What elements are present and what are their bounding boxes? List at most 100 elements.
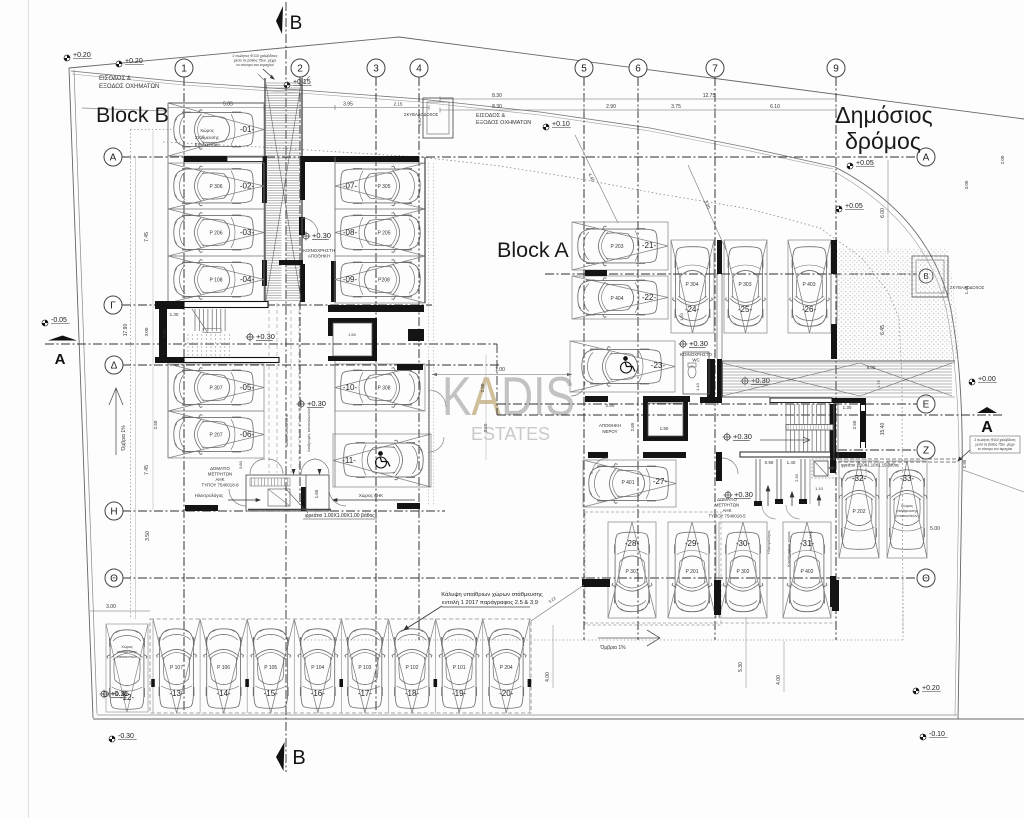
svg-text:P 404: P 404	[611, 296, 624, 302]
svg-text:-0.10: -0.10	[929, 731, 945, 738]
svg-text:-22-: -22-	[642, 293, 657, 302]
svg-text:P 204: P 204	[500, 665, 513, 671]
svg-text:-16-: -16-	[311, 689, 326, 698]
svg-text:+0.35: +0.35	[110, 689, 129, 698]
svg-text:P 308: P 308	[378, 386, 391, 392]
svg-text:2.00: 2.00	[1000, 155, 1005, 164]
svg-text:3.00: 3.00	[106, 604, 116, 610]
svg-text:1.30: 1.30	[843, 405, 852, 410]
svg-text:-04-: -04-	[240, 275, 255, 284]
svg-text:3.22: 3.22	[548, 595, 558, 604]
svg-text:μέσα σε βάθος 75εκ. μέχρι: μέσα σε βάθος 75εκ. μέχρι	[976, 443, 1015, 447]
svg-text:2.90: 2.90	[606, 104, 616, 110]
svg-text:ΤΥΠΟΥ 7540018-5: ΤΥΠΟΥ 7540018-5	[708, 514, 746, 519]
svg-text:P 201: P 201	[686, 569, 699, 575]
svg-text:Z: Z	[923, 446, 929, 457]
svg-text:P 402: P 402	[801, 569, 814, 575]
svg-text:6.45: 6.45	[880, 325, 886, 335]
svg-text:+0.30: +0.30	[734, 490, 753, 499]
svg-text:P 302: P 302	[737, 569, 750, 575]
svg-text:A: A	[110, 153, 117, 164]
svg-text:Ηλεκτρολόγος: Ηλεκτρολόγος	[195, 492, 224, 498]
svg-text:1.10: 1.10	[695, 382, 700, 391]
svg-text:B: B	[290, 13, 303, 34]
svg-text:P 207: P 207	[210, 433, 223, 439]
svg-text:3: 3	[373, 64, 379, 75]
svg-text:επισκεπτών: επισκεπτών	[117, 655, 137, 659]
svg-text:5.85: 5.85	[223, 102, 233, 108]
svg-text:-05-: -05-	[240, 383, 255, 392]
svg-text:3.95: 3.95	[343, 102, 353, 108]
svg-text:3.75: 3.75	[671, 104, 681, 110]
svg-text:Όμβρια 1%: Όμβρια 1%	[121, 425, 127, 452]
svg-text:P 102: P 102	[406, 665, 419, 671]
svg-text:-24-: -24-	[685, 305, 700, 314]
svg-text:0.90: 0.90	[765, 460, 774, 465]
svg-text:+0.30: +0.30	[312, 231, 331, 240]
svg-text:6: 6	[635, 64, 641, 75]
svg-text:-08-: -08-	[343, 228, 358, 237]
svg-text:0.80: 0.80	[238, 460, 243, 469]
svg-text:WC: WC	[692, 358, 699, 363]
svg-text:3.00: 3.00	[144, 327, 149, 336]
svg-text:Όμβρια 1%: Όμβρια 1%	[599, 645, 626, 651]
svg-text:ΕΞΟΔΟΣ ΟΧΗΜΑΤΩΝ: ΕΞΟΔΟΣ ΟΧΗΜΑΤΩΝ	[99, 84, 159, 90]
svg-text:-26-: -26-	[802, 305, 817, 314]
svg-text:Χώρος: Χώρος	[901, 503, 913, 508]
svg-text:-29-: -29-	[685, 539, 700, 548]
svg-text:Θ: Θ	[922, 574, 930, 585]
svg-text:4: 4	[416, 64, 422, 75]
svg-text:P 401: P 401	[622, 480, 635, 486]
svg-text:1.10: 1.10	[815, 486, 824, 491]
svg-text:A: A	[55, 351, 66, 368]
svg-text:-12-: -12-	[120, 693, 135, 702]
svg-text:-06-: -06-	[240, 430, 255, 439]
svg-text:-0.30: -0.30	[118, 733, 134, 740]
svg-text:ΕΙΣΟΔΟΣ &: ΕΙΣΟΔΟΣ &	[99, 76, 131, 82]
svg-text:ΕΙΣΟΔΟΣ &: ΕΙΣΟΔΟΣ &	[476, 113, 506, 119]
svg-text:4.00: 4.00	[545, 672, 551, 682]
svg-text:9: 9	[833, 64, 839, 75]
svg-text:ΑΗΚ: ΑΗΚ	[215, 477, 224, 482]
svg-text:17.90: 17.90	[123, 324, 129, 337]
svg-text:9.00: 9.00	[867, 365, 876, 370]
svg-text:2.95: 2.95	[962, 459, 967, 468]
svg-text:+0.20: +0.20	[125, 58, 143, 65]
svg-text:+0.20: +0.20	[922, 685, 940, 692]
svg-text:1.50: 1.50	[679, 312, 684, 321]
svg-text:2.30: 2.30	[794, 473, 799, 482]
svg-text:P 107: P 107	[170, 665, 183, 671]
svg-text:Γ: Γ	[110, 301, 116, 312]
svg-text:-0.05: -0.05	[51, 317, 67, 324]
svg-text:-19-: -19-	[452, 689, 467, 698]
svg-text:P 307: P 307	[210, 386, 223, 392]
svg-text:-10-: -10-	[343, 383, 358, 392]
svg-text:Χώρος: Χώρος	[121, 645, 133, 649]
svg-text:ΑΠΟΘΗΚΗ: ΑΠΟΘΗΚΗ	[308, 254, 330, 259]
svg-text:2.65: 2.65	[630, 422, 635, 431]
svg-text:2.50: 2.50	[483, 423, 488, 432]
svg-text:ΚΟΙΝΟΧΡΗΣΤΗ: ΚΟΙΝΟΧΡΗΣΤΗ	[303, 248, 335, 253]
svg-text:8.30: 8.30	[492, 93, 502, 99]
svg-text:P 105: P 105	[264, 665, 277, 671]
svg-text:ΕΞΟΔΟΣ ΟΧΗΜΑΤΩΝ: ΕΞΟΔΟΣ ΟΧΗΜΑΤΩΝ	[476, 120, 531, 126]
svg-text:1.30: 1.30	[170, 312, 179, 317]
svg-text:P 205: P 205	[378, 231, 391, 237]
svg-text:P 106: P 106	[217, 665, 230, 671]
svg-text:-14-: -14-	[216, 689, 231, 698]
svg-text:+0.20: +0.20	[73, 52, 91, 59]
svg-text:P 301: P 301	[626, 569, 639, 575]
svg-text:Block B: Block B	[96, 103, 169, 127]
svg-text:εντολή 1 2017 παράγραφος 2.5 &: εντολή 1 2017 παράγραφος 2.5 & 3.9	[442, 599, 538, 606]
svg-text:-33-: -33-	[900, 474, 915, 483]
svg-text:στάθμευσης: στάθμευσης	[117, 650, 138, 654]
svg-text:7.45: 7.45	[144, 465, 150, 475]
svg-text:+0.35: +0.35	[112, 692, 128, 698]
svg-text:P 206: P 206	[210, 231, 223, 237]
svg-text:P 403: P 403	[803, 282, 816, 288]
svg-text:H: H	[110, 507, 117, 518]
svg-text:1.00: 1.00	[495, 367, 505, 373]
svg-text:+0.30: +0.30	[256, 332, 275, 341]
svg-text:P 304: P 304	[686, 282, 699, 288]
svg-text:ΣΚΥΒΑΛΟΔΟΧΟΣ: ΣΚΥΒΑΛΟΔΟΧΟΣ	[950, 285, 985, 290]
